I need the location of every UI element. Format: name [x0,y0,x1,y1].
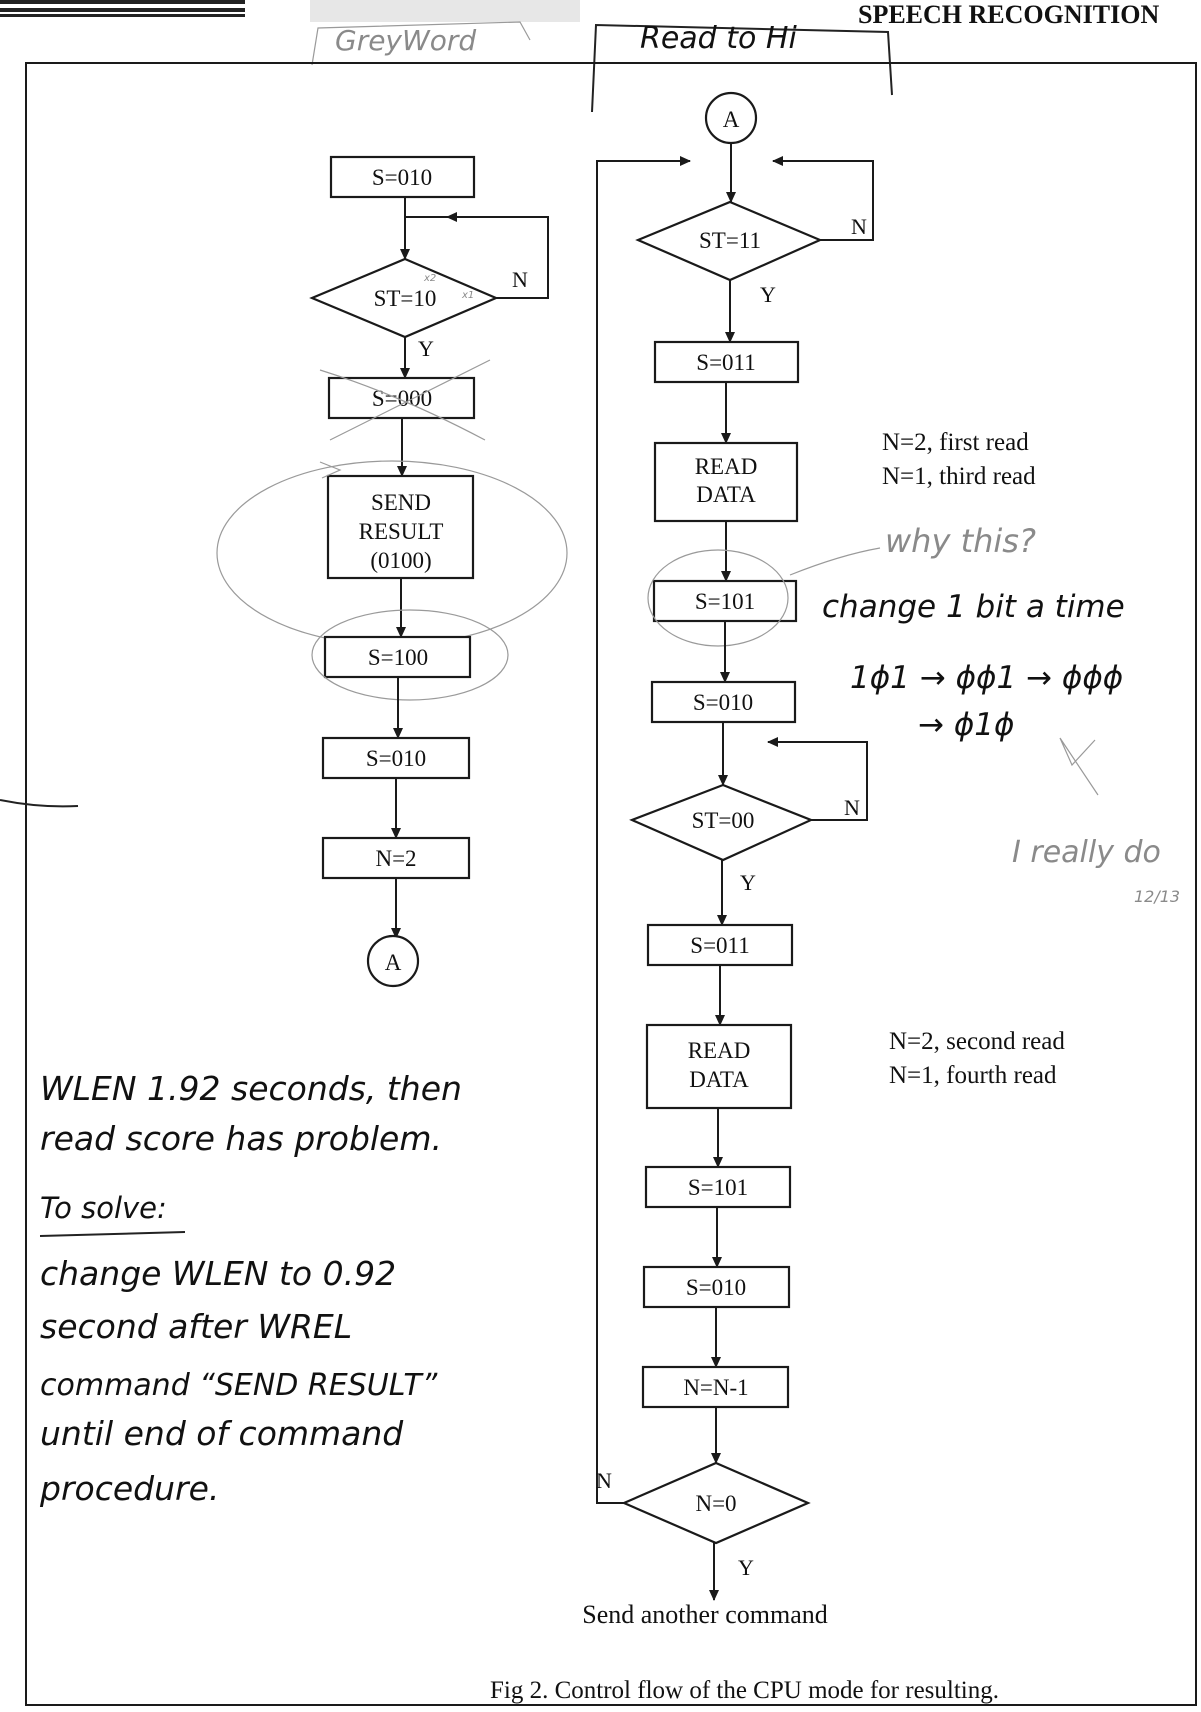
read-data-first-line1: READ [695,454,758,479]
right-box-read-data-first [653,441,799,523]
handwritten-top-left: GreyWord [311,21,531,66]
pencil-arrow-mark [1059,737,1099,796]
figure-frame [25,62,1197,1706]
read-data-first-line2: DATA [696,482,756,507]
s100-circle-mark [311,609,509,701]
left-connector-a-label: A [385,950,402,975]
right-decision-n0 [621,1461,811,1545]
send-result-line2: RESULT [359,519,444,544]
left-box-s010-start-label: S=010 [372,165,432,190]
right-connector-a-label: A [723,107,740,132]
left-box-s010-second [321,736,471,780]
note-line-5: second after WREL [40,1307,352,1346]
right-decision-st00-label: ST=00 [692,808,755,833]
svg-text:GreyWord: GreyWord [335,24,476,57]
read1-note-line1: N=2, first read [882,429,1029,456]
send-result-line1: SEND [371,490,431,515]
svg-text:why this?: why this? [885,522,1036,560]
note-line-7: until end of command [40,1414,404,1453]
left-box-s100-label: S=100 [368,645,428,670]
right-box-n-decrement-label: N=N-1 [683,1375,748,1400]
right-decision-st00-yes: Y [740,870,756,895]
margin-stroke [0,799,79,808]
left-decision-sub-b: x1 [461,290,474,301]
left-box-s100 [323,635,472,679]
left-box-s010-start [329,155,476,199]
svg-text:Read to Hi: Read to Hi [640,21,797,56]
right-box-s011-first [653,340,800,384]
note-line-4: change WLEN to 0.92 [40,1254,396,1293]
end-text: Send another command [582,1600,828,1629]
right-box-s010-second-label: S=010 [686,1275,746,1300]
header-logo [0,0,245,17]
send-result-line3: (0100) [370,548,431,573]
right-decision-st11-yes: Y [760,282,776,307]
right-decision-n0-label: N=0 [695,1491,736,1516]
right-box-s011-second [646,923,794,967]
handwritten-why-note: why this? [789,522,1036,576]
right-decision-n0-no: N [596,1468,612,1493]
read-data-second-line2: DATA [689,1067,749,1092]
note-line-8: procedure. [39,1469,219,1508]
left-flow: S=010 ST=10 x2 x1 N Y S=000 SEND RESULT … [216,155,568,988]
handwritten-date: 12/13 [1134,887,1180,906]
left-connector-a [366,934,420,988]
left-decision-sub-a: x2 [423,273,436,284]
handwritten-left-notes: WLEN 1.92 seconds, then read score has p… [39,1069,462,1508]
figure-caption: Fig 2. Control flow of the CPU mode for … [490,1677,999,1704]
right-flow: A ST=11 N Y S=011 READ DATA S=101 S=010 … [582,91,874,1629]
read1-note-line2: N=1, third read [882,463,1036,490]
left-decision-no-label: N [512,267,528,292]
right-box-s010-first-label: S=010 [693,690,753,715]
read2-note-line1: N=2, second read [889,1028,1065,1055]
left-decision-yes-label: Y [418,336,434,361]
right-box-s101-second-label: S=101 [688,1175,748,1200]
right-box-s101-second [644,1165,792,1209]
cross-out-mark [319,359,491,441]
left-box-n2-label: N=2 [375,846,416,871]
handwritten-change-bit: change 1 bit a time [822,589,1125,625]
left-box-send-result [326,474,475,580]
left-box-s010-second-label: S=010 [366,746,426,771]
handwritten-sequence-1: 1ϕ1 → ϕϕ1 → ϕϕϕ [850,660,1123,696]
note-line-6: command “SEND RESULT” [40,1368,438,1403]
right-decision-st11-no: N [851,214,867,239]
right-box-s011-first-label: S=011 [696,350,755,375]
right-decision-st00-no: N [844,795,860,820]
right-box-n-decrement [641,1365,790,1409]
header-smudge [310,0,580,22]
note-line-1: WLEN 1.92 seconds, then [40,1069,462,1108]
handwritten-sequence-2: → ϕ1ϕ [918,707,1014,743]
header-title: SPEECH RECOGNITION [858,0,1159,29]
read2-note-line2: N=1, fourth read [889,1062,1057,1089]
handwritten-really: I really do [1012,835,1161,870]
left-box-s000-label: S=000 [372,386,432,411]
right-decision-n0-yes: Y [738,1555,754,1580]
right-decision-st11-label: ST=11 [699,228,761,253]
read-data-second-line1: READ [688,1038,751,1063]
s101-circle-mark [647,549,789,647]
right-box-s011-second-label: S=011 [690,933,749,958]
note-line-2: read score has problem. [40,1119,442,1158]
note-line-3: To solve: [40,1191,167,1225]
left-decision-st10-label: ST=10 [374,286,437,311]
right-box-s101-first-label: S=101 [695,589,755,614]
right-box-read-data-second [645,1023,793,1110]
